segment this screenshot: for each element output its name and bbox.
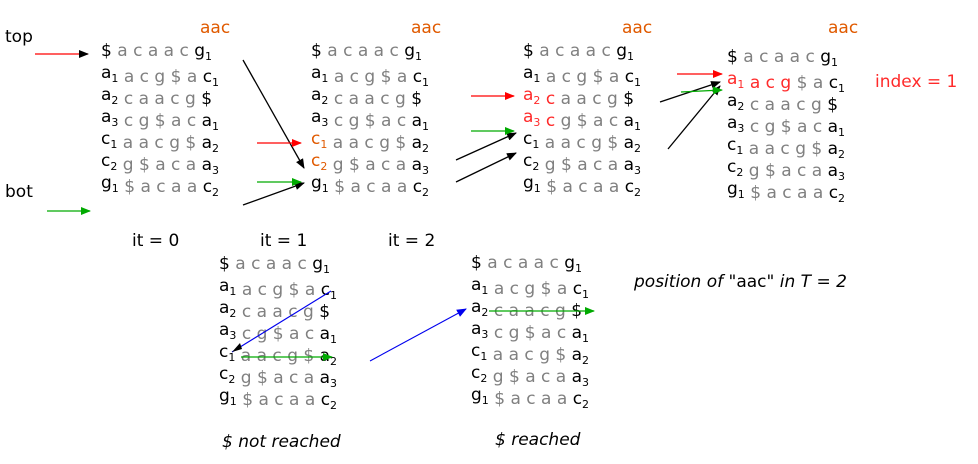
matrix-row: a1 a c g $ a c1 (471, 275, 589, 301)
matrix-row: a2 c a a c g $ (727, 91, 838, 115)
iteration-label-2: it = 2 (388, 231, 435, 251)
bot-label: bot (5, 182, 33, 202)
bot-pointer-result (680, 86, 723, 95)
matrix-row: c1 a a c g $ a2 (727, 135, 845, 161)
matrix-row: a2 c a a c g $ (101, 85, 212, 109)
locate-jump-arrow (369, 308, 467, 362)
matrix-row: g1 $ a c a a c2 (311, 173, 429, 199)
matrix-row: c1 a a c g $ a2 (523, 129, 641, 155)
matrix-row: a3 c g $ a c a1 (311, 107, 429, 133)
position-caption-pattern: "aac" (729, 272, 775, 292)
matrix-row: a2 c a a c g $ (471, 297, 582, 321)
matrix-row: c1 a a c g $ a2 (219, 342, 337, 368)
lf-arrow-bot-it1 (455, 152, 517, 183)
top-label: top (5, 27, 33, 47)
matrix-row: a1 a c g $ a c1 (523, 63, 641, 89)
matrix-row: a3 c g $ a c a1 (523, 107, 641, 133)
lf-arrow-bot-it2 (667, 85, 721, 150)
reached-caption: $ reached (495, 430, 581, 450)
matrix-row: a3 c g $ a c a1 (219, 320, 337, 346)
matrix-row: a3 c g $ a c a1 (471, 319, 589, 345)
locate-lf-arrow (231, 290, 332, 353)
matrix-row: g1 $ a c a a c2 (523, 173, 641, 199)
matrix-row: a2 c a a c g $ (219, 298, 330, 322)
matrix-row: c1 a a c g $ a2 (101, 129, 219, 155)
pattern-label-1: aac (411, 18, 441, 38)
matrix-row: a1 a c g $ a c1 (311, 63, 429, 89)
matrix-row: c2 g $ a c a a3 (219, 364, 337, 390)
matrix-row: a3 c g $ a c a1 (101, 107, 219, 133)
matrix-row: c2 g $ a c a a3 (101, 151, 219, 177)
matrix-row: $ a c a a c g1 (727, 47, 838, 69)
position-caption: position of "aac" in T = 2 (633, 272, 847, 292)
matrix-row: $ a c a a c g1 (523, 41, 634, 63)
locate-lf-arrowhead (232, 343, 242, 352)
lf-arrow-top-it0 (242, 59, 305, 169)
matrix-row: $ a c a a c g1 (471, 253, 582, 275)
lf-arrow-top-it1 (455, 132, 517, 161)
matrix-row: a2 c a a c g $ (523, 85, 634, 109)
iteration-label-1: it = 1 (260, 231, 307, 251)
matrix-row: c2 g $ a c a a3 (727, 157, 845, 183)
position-caption-suffix: in T = 2 (774, 272, 847, 292)
matrix-row: a1 a c g $ a c1 (727, 69, 845, 95)
matrix-row: g1 $ a c a a c2 (727, 179, 845, 205)
matrix-row: c2 g $ a c a a3 (471, 363, 589, 389)
matrix-row: $ a c a a c g1 (219, 254, 330, 276)
matrix-row: c2 g $ a c a a3 (523, 151, 641, 177)
pattern-label-0: aac (200, 18, 230, 38)
pattern-label-3: aac (828, 18, 858, 38)
transition-arrows (231, 59, 723, 362)
matrix-row: c1 a a c g $ a2 (471, 341, 589, 367)
matrix-row: a1 a c g $ a c1 (219, 276, 337, 302)
position-caption-prefix: position of (633, 272, 729, 292)
matrix-row: g1 $ a c a a c2 (471, 385, 589, 411)
matrix-row: $ a c a a c g1 (311, 41, 422, 63)
matrix-row: a1 a c g $ a c1 (101, 63, 219, 89)
pattern-label-2: aac (622, 18, 652, 38)
matrix-row: c1 a a c g $ a2 (311, 129, 429, 155)
lf-arrow-bot-it0 (242, 182, 305, 206)
matrix-row: $ a c a a c g1 (101, 41, 212, 63)
matrix-row: c2 g $ a c a a3 (311, 151, 429, 177)
matrix-row: a2 c a a c g $ (311, 85, 422, 109)
not-reached-caption: $ not reached (222, 432, 341, 452)
index-label: index = 1 (875, 72, 957, 92)
matrix-row: g1 $ a c a a c2 (101, 173, 219, 199)
matrix-row: a3 c g $ a c a1 (727, 113, 845, 139)
iteration-label-0: it = 0 (132, 231, 179, 251)
matrix-row: g1 $ a c a a c2 (219, 386, 337, 412)
